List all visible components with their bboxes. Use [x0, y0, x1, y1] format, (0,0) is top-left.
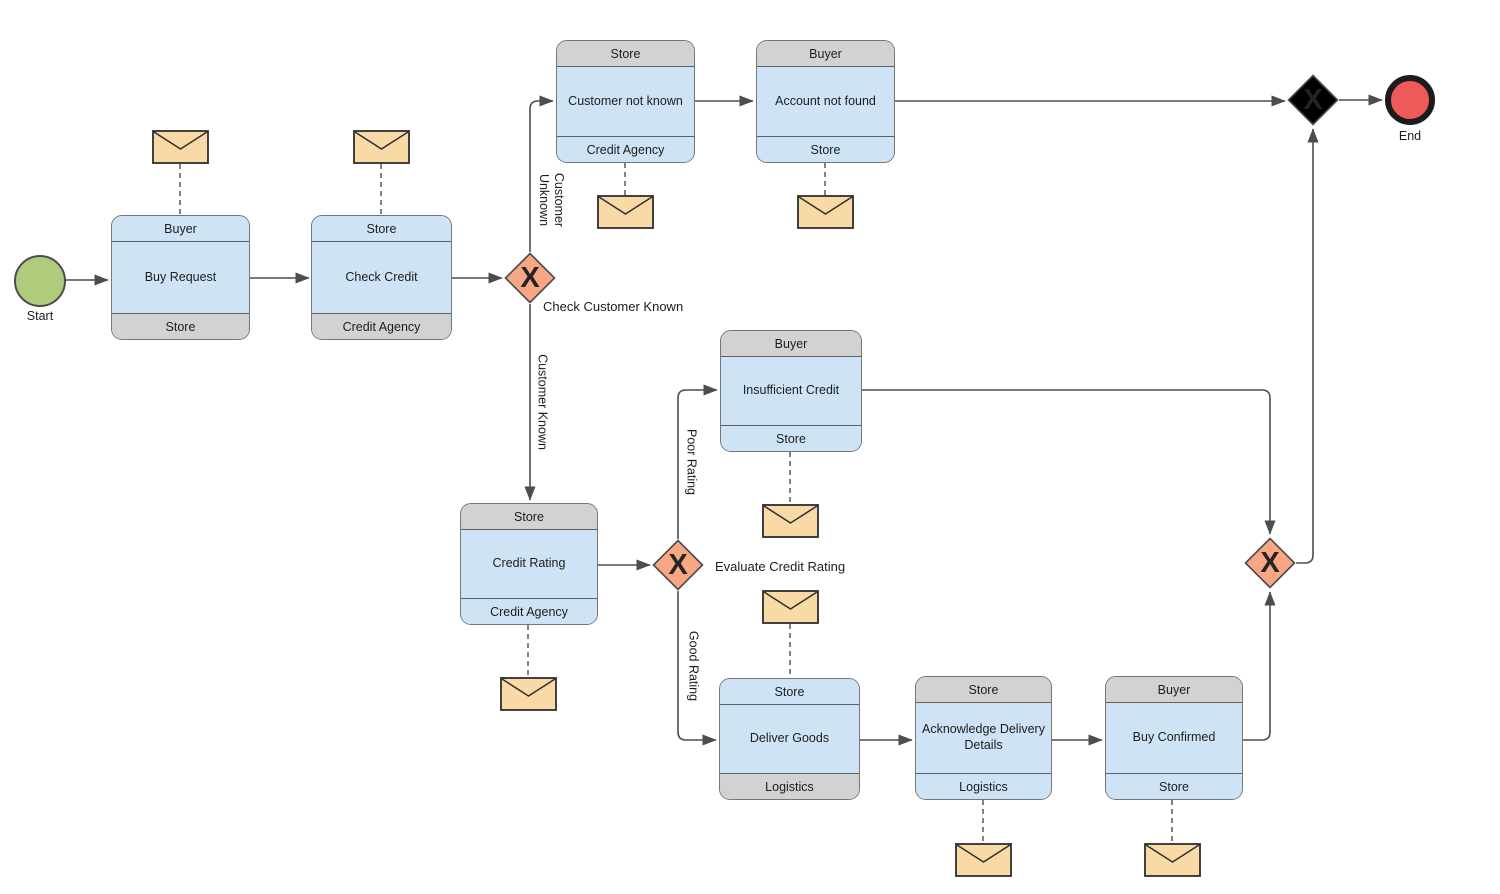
task-buy-confirmed[interactable]: Buyer Buy Confirmed Store: [1105, 676, 1243, 800]
task-label: Insufficient Credit: [721, 357, 861, 425]
task-header: Buyer: [112, 216, 249, 242]
flow-gateway4-to-gateway2: [1296, 128, 1319, 564]
xor-gateway-symbol: X: [520, 261, 540, 294]
start-event[interactable]: [14, 255, 66, 307]
message-icon[interactable]: [797, 195, 854, 229]
task-footer: Credit Agency: [557, 136, 694, 162]
gateway-label-evaluate-credit-rating: Evaluate Credit Rating: [715, 559, 846, 574]
xor-gateway-symbol: X: [668, 548, 688, 581]
task-header: Store: [557, 41, 694, 67]
task-credit-rating[interactable]: Store Credit Rating Credit Agency: [460, 503, 598, 625]
task-footer: Logistics: [720, 773, 859, 799]
task-acknowledge-delivery-details[interactable]: Store Acknowledge Delivery Details Logis…: [915, 676, 1052, 800]
flow-buy-confirmed-to-gateway4: [1243, 591, 1276, 741]
edge-label-good-rating: Good Rating: [686, 630, 701, 702]
task-deliver-goods[interactable]: Store Deliver Goods Logistics: [719, 678, 860, 800]
message-icon[interactable]: [152, 130, 209, 164]
task-label: Deliver Goods: [720, 705, 859, 773]
gateway-evaluate-credit-rating[interactable]: X: [652, 539, 704, 591]
message-icon[interactable]: [762, 504, 819, 538]
message-icon[interactable]: [762, 590, 819, 624]
edge-label-customer-unknown: Customer Unknown: [537, 172, 566, 228]
gateway-label-check-customer-known: Check Customer Known: [543, 299, 684, 314]
message-icon[interactable]: [597, 195, 654, 229]
task-footer: Store: [1106, 773, 1242, 799]
task-account-not-found[interactable]: Buyer Account not found Store: [756, 40, 895, 163]
task-buy-request[interactable]: Buyer Buy Request Store: [111, 215, 250, 340]
task-header: Store: [720, 679, 859, 705]
end-event[interactable]: [1385, 75, 1435, 125]
xor-gateway-symbol: X: [1303, 83, 1323, 116]
task-label: Account not found: [757, 67, 894, 136]
start-event-label: Start: [26, 309, 54, 323]
task-header: Store: [916, 677, 1051, 703]
task-footer: Store: [112, 313, 249, 339]
task-footer: Credit Agency: [461, 598, 597, 624]
task-check-credit[interactable]: Store Check Credit Credit Agency: [311, 215, 452, 340]
task-header: Store: [312, 216, 451, 242]
message-icon[interactable]: [500, 677, 557, 711]
flow-insufficient-credit-to-gateway4: [862, 389, 1276, 535]
task-label: Acknowledge Delivery Details: [916, 703, 1051, 773]
task-footer: Store: [757, 136, 894, 162]
message-icon[interactable]: [353, 130, 410, 164]
task-label: Credit Rating: [461, 530, 597, 598]
task-label: Buy Request: [112, 242, 249, 313]
edge-label-poor-rating: Poor Rating: [684, 428, 699, 496]
gateway-merge-right[interactable]: X: [1244, 537, 1296, 589]
task-header: Buyer: [1106, 677, 1242, 703]
task-footer: Store: [721, 425, 861, 451]
gateway-check-customer-known[interactable]: X: [504, 252, 556, 304]
message-icon[interactable]: [955, 843, 1012, 877]
task-header: Buyer: [757, 41, 894, 67]
task-label: Buy Confirmed: [1106, 703, 1242, 773]
task-label: Check Credit: [312, 242, 451, 313]
xor-gateway-symbol: X: [1260, 546, 1280, 579]
message-icon[interactable]: [1144, 843, 1201, 877]
task-footer: Credit Agency: [312, 313, 451, 339]
gateway-merge-top[interactable]: X: [1287, 74, 1339, 126]
edge-label-customer-known: Customer Known: [535, 354, 550, 450]
task-header: Store: [461, 504, 597, 530]
task-insufficient-credit[interactable]: Buyer Insufficient Credit Store: [720, 330, 862, 452]
end-event-label: End: [1398, 129, 1422, 143]
task-label: Customer not known: [557, 67, 694, 136]
task-header: Buyer: [721, 331, 861, 357]
task-customer-not-known[interactable]: Store Customer not known Credit Agency: [556, 40, 695, 163]
task-footer: Logistics: [916, 773, 1051, 799]
